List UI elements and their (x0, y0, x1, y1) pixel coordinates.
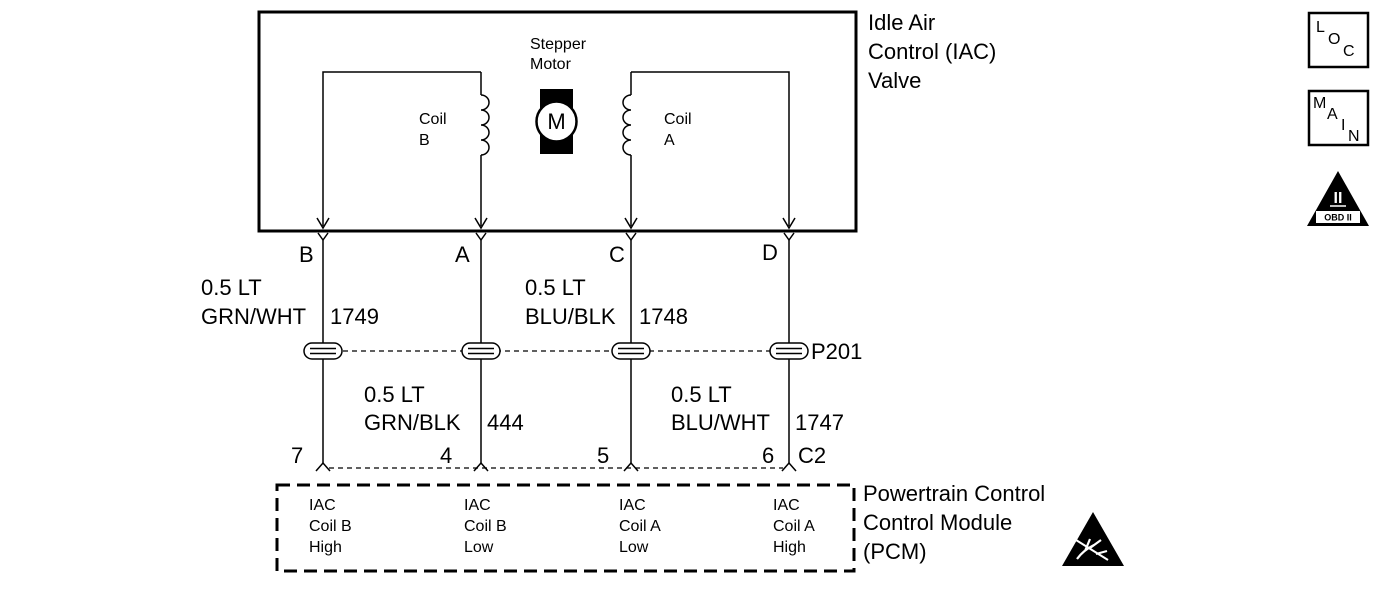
pcm-title-line-3: (PCM) (863, 539, 927, 564)
main-badge: M A I N (1307, 89, 1370, 147)
obd-ii-label: OBD II (1324, 213, 1352, 223)
loc-badge-l: L (1316, 19, 1325, 36)
terminal-b: B (299, 242, 314, 267)
wire-444-size: 0.5 LT (364, 382, 425, 407)
pcm-circuit-3-line-1: IAC (619, 497, 646, 514)
loc-badge: L O C (1307, 11, 1370, 69)
obd-ii-symbol: II (1334, 190, 1343, 207)
coil-b-winding (480, 94, 490, 156)
pcm-circuit-2-line-3: Low (464, 539, 494, 556)
pcm-pin-4: 4 (440, 443, 452, 468)
stepper-label-1: Stepper (530, 36, 587, 53)
wire-1748-size: 0.5 LT (525, 275, 586, 300)
c2-label: C2 (798, 443, 826, 468)
pcm-circuit-2-line-2: Coil B (464, 518, 507, 535)
iac-title-line-1: Idle Air (868, 10, 935, 35)
pcm-circuit-4-line-3: High (773, 539, 806, 556)
wire-1747-circuit: 1747 (795, 410, 844, 435)
stepper-label-2: Motor (530, 56, 572, 73)
main-badge-n: N (1348, 128, 1360, 145)
wire-444-color: GRN/BLK (364, 410, 461, 435)
internal-wiring (322, 71, 790, 226)
wire-1749-color: GRN/WHT (201, 304, 306, 329)
pcm-circuit-1-line-2: Coil B (309, 518, 352, 535)
wire-1747-color: BLU/WHT (671, 410, 770, 435)
obd-ii-icon: II OBD II (1307, 171, 1369, 226)
terminal-d: D (762, 240, 778, 265)
iac-title-line-3: Valve (868, 68, 921, 93)
motor-icon: M (535, 89, 578, 154)
pcm-circuit-1-line-1: IAC (309, 497, 336, 514)
pcm-pin-6: 6 (762, 443, 774, 468)
main-badge-m: M (1313, 95, 1326, 112)
p201-label: P201 (811, 339, 862, 364)
internal-arrowheads (316, 217, 796, 230)
motor-symbol: M (547, 109, 565, 134)
pcm-circuit-4-line-2: Coil A (773, 518, 815, 535)
wire-1747-size: 0.5 LT (671, 382, 732, 407)
pcm-circuit-2-line-1: IAC (464, 497, 491, 514)
coil-a-winding (622, 94, 632, 156)
loc-badge-c: C (1343, 43, 1355, 60)
pcm-circuit-4-line-1: IAC (773, 497, 800, 514)
pcm-box (275, 483, 856, 573)
coil-b-label-1: Coil (419, 111, 447, 128)
pcm-pin-5: 5 (597, 443, 609, 468)
pcm-circuit-1-line-3: High (309, 539, 342, 556)
main-badge-i: I (1341, 117, 1345, 134)
coil-a-label-2: A (664, 132, 675, 149)
terminal-a: A (455, 242, 470, 267)
pcm-title-line-2: Control Module (863, 510, 1012, 535)
main-badge-a: A (1327, 106, 1338, 123)
pcm-circuit-3-line-2: Coil A (619, 518, 661, 535)
pcm-circuit-3-line-3: Low (619, 539, 649, 556)
wire-1748-color: BLU/BLK (525, 304, 616, 329)
p201-pins (303, 342, 809, 360)
pcm-pin-7: 7 (291, 443, 303, 468)
terminal-markers (317, 232, 795, 242)
iac-title-line-2: Control (IAC) (868, 39, 996, 64)
pcm-title-line-1: Powertrain Control (863, 481, 1045, 506)
wire-444-circuit: 444 (487, 410, 524, 435)
wire-1748-circuit: 1748 (639, 304, 688, 329)
esd-warning-icon (1062, 512, 1124, 566)
wire-1749-size: 0.5 LT (201, 275, 262, 300)
coil-b-label-2: B (419, 132, 430, 149)
wire-1749-circuit: 1749 (330, 304, 379, 329)
coil-a-label-1: Coil (664, 111, 692, 128)
loc-badge-o: O (1328, 31, 1340, 48)
terminal-c: C (609, 242, 625, 267)
iac-valve-box (257, 10, 858, 233)
c2-pin-markers (315, 461, 797, 472)
